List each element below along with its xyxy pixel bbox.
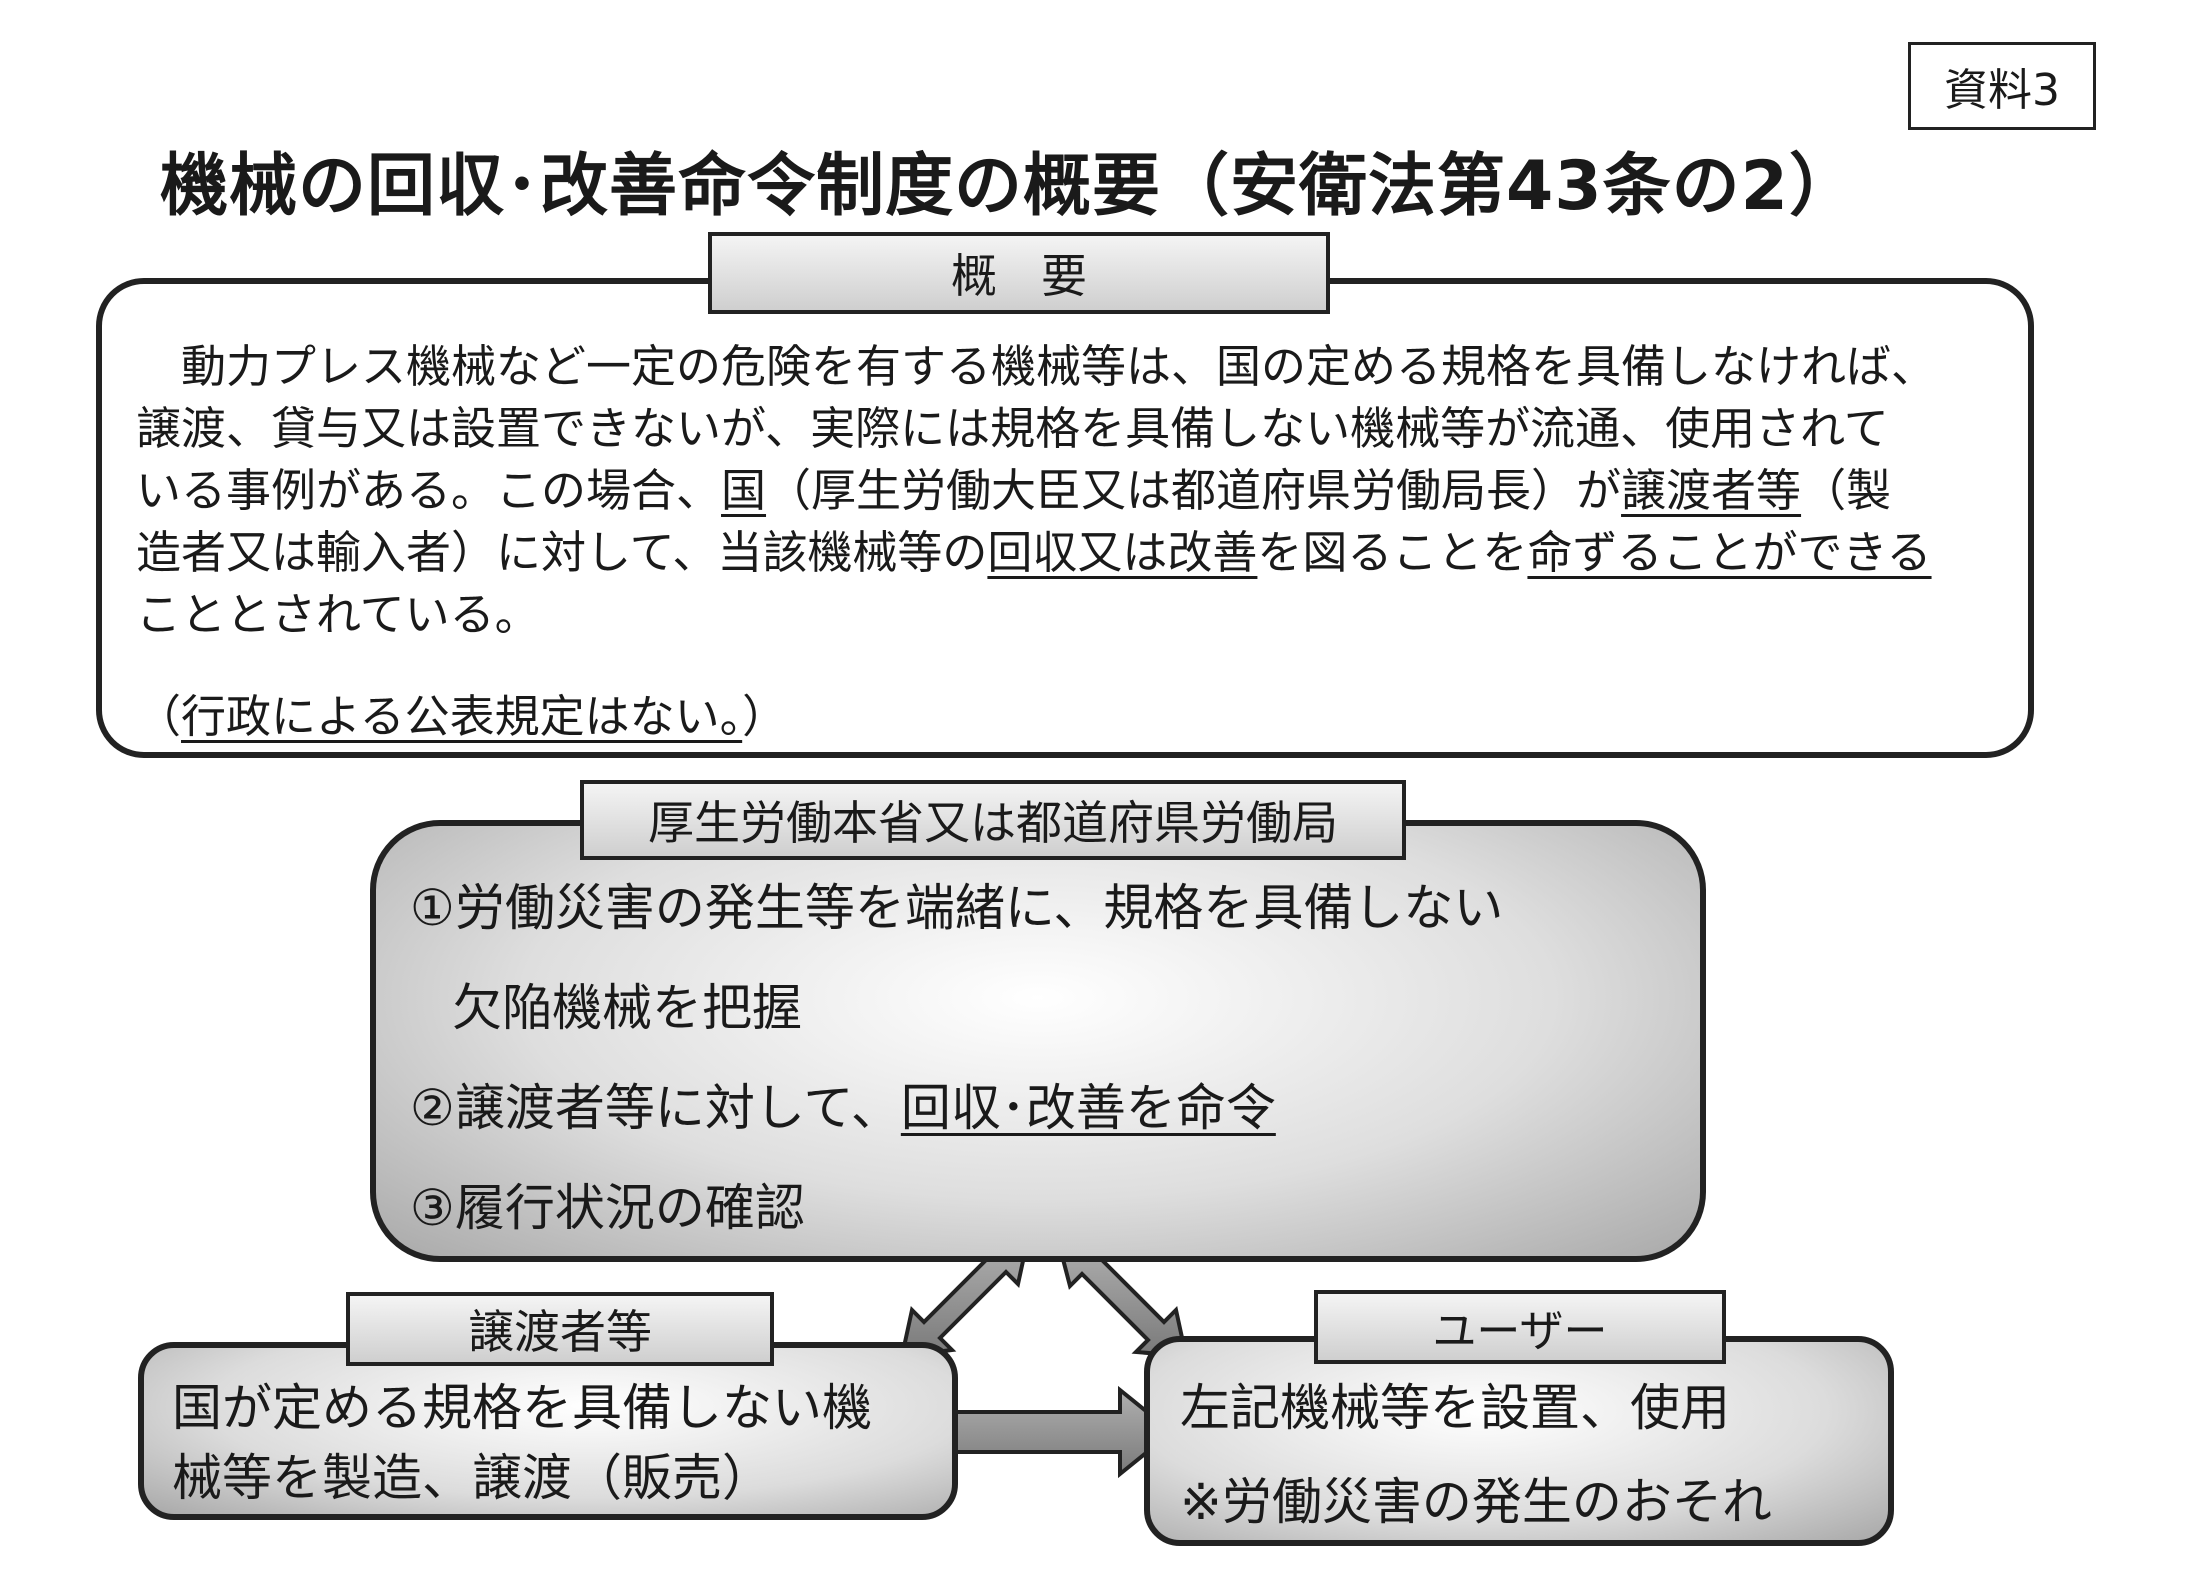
overview-segment: 譲渡、貸与又は設置できないが、実際には規格を具備しない機械等が流通、使用されて xyxy=(136,402,1889,455)
overview-line: こととされている。 xyxy=(136,584,2016,646)
page-title: 機械の回収･改善命令制度の概要（安衛法第43条の2） xyxy=(160,147,1858,226)
step-2-underlined: 回収･改善を命令 xyxy=(900,1079,1276,1137)
overview-line: 譲渡、貸与又は設置できないが、実際には規格を具備しない機械等が流通、使用されて xyxy=(136,398,2016,460)
overview-segment: こととされている。 xyxy=(136,588,540,641)
note-close-paren: ） xyxy=(742,690,788,743)
overview-segment: いる事例がある。この場合、 xyxy=(136,464,722,517)
user-label: ユーザー xyxy=(1314,1290,1726,1364)
overview-underlined-segment: 命ずることができる xyxy=(1527,526,1932,579)
overview-segment: （厚生労働大臣又は都道府県労働局長）が xyxy=(766,464,1622,517)
seller-label: 譲渡者等 xyxy=(346,1292,774,1366)
overview-underlined-segment: 国 xyxy=(721,464,767,517)
seller-line-2: 械等を製造、譲渡（販売） xyxy=(172,1449,772,1507)
overview-segment: （製 xyxy=(1801,464,1892,517)
seller-line-1: 国が定める規格を具備しない機 xyxy=(172,1379,872,1437)
step-3: ③履行状況の確認 xyxy=(410,1179,805,1237)
overview-segment: 動力プレス機械など一定の危険を有する機械等は、国の定める規格を具備しなければ、 xyxy=(136,340,1937,393)
user-line-1: 左記機械等を設置、使用 xyxy=(1180,1379,1730,1437)
overview-segment: 造者又は輸入者）に対して、当該機械等の xyxy=(136,526,988,579)
note-open-paren: （ xyxy=(136,690,182,743)
step-2-prefix: ②譲渡者等に対して、 xyxy=(410,1079,901,1137)
user-line-2: ※労働災害の発生のおそれ xyxy=(1180,1473,1772,1531)
overview-text: 動力プレス機械など一定の危険を有する機械等は、国の定める規格を具備しなければ、譲… xyxy=(136,336,2016,646)
seller-to-user-arrow xyxy=(934,1385,1176,1479)
note-text: 行政による公表規定はない。 xyxy=(181,690,743,743)
overview-segment: を図ることを xyxy=(1257,526,1528,579)
overview-label: 概要 xyxy=(708,232,1330,314)
mhlw-label: 厚生労働本省又は都道府県労働局 xyxy=(580,780,1406,860)
step-1-line-2: 欠陥機械を把握 xyxy=(452,979,802,1037)
overview-underlined-segment: 回収又は改善 xyxy=(987,526,1258,579)
overview-underlined-segment: 譲渡者等 xyxy=(1621,464,1802,517)
overview-line: 造者又は輸入者）に対して、当該機械等の回収又は改善を図ることを命ずることができる xyxy=(136,522,2016,584)
overview-line: いる事例がある。この場合、国（厚生労働大臣又は都道府県労働局長）が譲渡者等（製 xyxy=(136,460,2016,522)
overview-note: （行政による公表規定はない。） xyxy=(136,680,787,745)
overview-line: 動力プレス機械など一定の危険を有する機械等は、国の定める規格を具備しなければ、 xyxy=(136,336,2016,398)
document-reference-tag: 資料3 xyxy=(1908,42,2096,130)
step-1-line-1: ①労働災害の発生等を端緒に、規格を具備しない xyxy=(410,879,1504,937)
step-2: ②譲渡者等に対して、回収･改善を命令 xyxy=(410,1068,1276,1140)
